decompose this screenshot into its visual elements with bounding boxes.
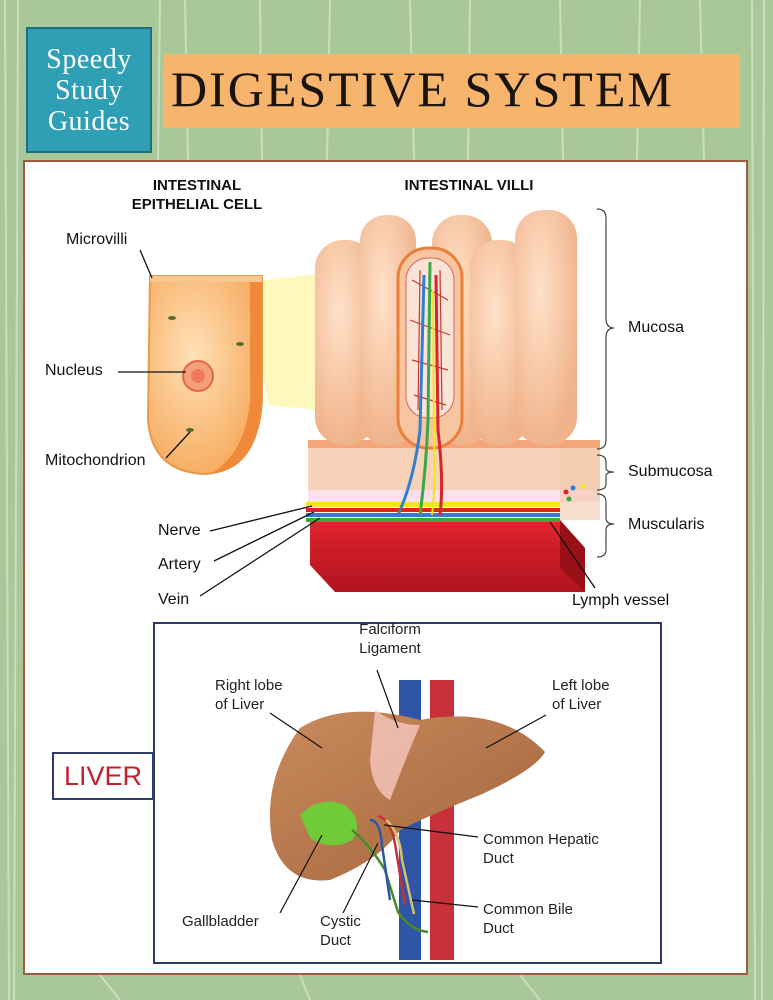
label-right-lobe: Right lobe of Liver (215, 676, 283, 714)
epithelial-cell (146, 275, 263, 476)
label-common-bile-duct: Common Bile Duct (483, 900, 573, 938)
villi-block (306, 210, 600, 592)
right-lobe-line-2: of Liver (215, 696, 265, 713)
label-mucosa: Mucosa (628, 319, 685, 336)
label-falciform-ligament: Falciform Ligament (340, 620, 440, 658)
label-artery: Artery (158, 556, 201, 573)
liver-section-tag: LIVER (52, 752, 154, 800)
label-mitochondrion: Mitochondrion (45, 452, 146, 469)
bile-line-1: Common Bile (483, 901, 574, 918)
header-epithelial-line-1: INTESTINAL (152, 177, 242, 194)
label-vein: Vein (158, 591, 190, 608)
cystic-line-2: Duct (320, 932, 351, 949)
label-microvilli: Microvilli (66, 231, 128, 248)
left-lobe-line-2: of Liver (552, 696, 602, 713)
hepatic-line-2: Duct (483, 850, 514, 867)
hepatic-line-1: Common Hepatic (483, 831, 599, 848)
falciform-line-1: Falciform (359, 621, 421, 638)
page-title: DIGESTIVE SYSTEM (171, 61, 674, 117)
speedy-study-guides-logo: Speedy Study Guides (26, 27, 152, 153)
right-lobe-line-1: Right lobe (215, 677, 283, 694)
bile-line-2: Duct (483, 920, 514, 937)
label-lymph-vessel: Lymph vessel (572, 592, 670, 609)
title-bar: DIGESTIVE SYSTEM (163, 54, 740, 128)
left-lobe-line-1: Left lobe (552, 677, 610, 694)
header-epithelial-line-2: EPITHELIAL CELL (131, 196, 263, 213)
logo-line-2: Study (55, 74, 123, 106)
label-submucosa: Submucosa (628, 463, 713, 480)
label-nucleus: Nucleus (45, 362, 103, 379)
header-epithelial-cell: INTESTINAL EPITHELIAL CELL (112, 176, 282, 214)
liver-section-frame (153, 622, 662, 964)
label-cystic-duct: Cystic Duct (320, 912, 361, 950)
label-muscularis: Muscularis (628, 516, 705, 533)
header-intestinal-villi: INTESTINAL VILLI (404, 177, 534, 194)
layer-brackets (596, 208, 615, 558)
label-common-hepatic-duct: Common Hepatic Duct (483, 830, 599, 868)
label-gallbladder: Gallbladder (182, 913, 259, 930)
label-left-lobe: Left lobe of Liver (552, 676, 610, 714)
liver-illustration (269, 680, 545, 960)
logo-line-3: Guides (47, 105, 131, 137)
logo-line-1: Speedy (46, 43, 132, 75)
falciform-line-2: Ligament (359, 640, 421, 657)
cystic-line-1: Cystic (320, 913, 361, 930)
label-nerve: Nerve (158, 522, 201, 539)
